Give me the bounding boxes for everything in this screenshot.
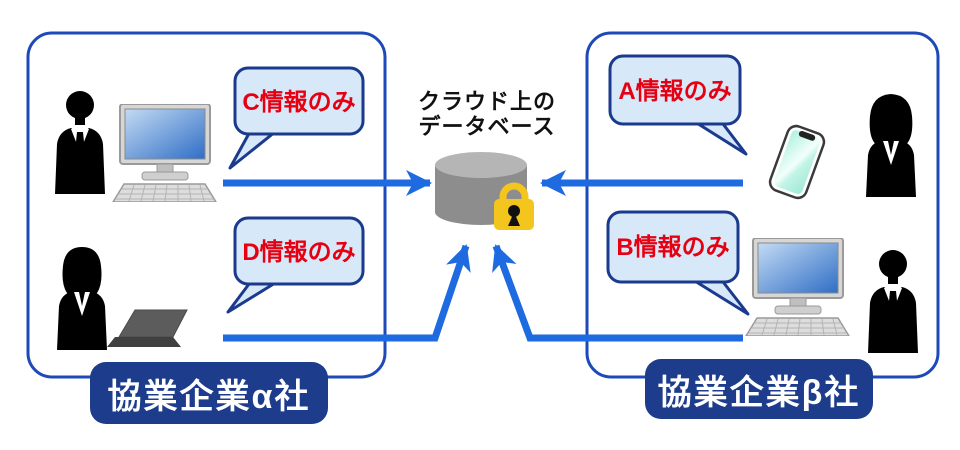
bubble-c-label: C情報のみ bbox=[242, 89, 355, 116]
padlock-icon bbox=[494, 182, 534, 230]
businesswoman-icon bbox=[866, 94, 916, 197]
company-beta-badge: 協業企業β社 bbox=[645, 359, 873, 419]
bubble-d-label: D情報のみ bbox=[242, 239, 355, 266]
arrow-up-icon bbox=[492, 244, 743, 342]
speech-bubble-d: D情報のみ bbox=[226, 216, 365, 314]
speech-bubble-body bbox=[233, 216, 365, 286]
database-title-line1: クラウド上の bbox=[417, 89, 557, 114]
arrow-up-icon bbox=[223, 244, 471, 342]
speech-bubble-b: B情報のみ bbox=[606, 210, 750, 316]
speech-bubble-body bbox=[606, 210, 740, 284]
data-flow-arrows bbox=[223, 170, 743, 342]
speech-bubble-a: A情報のみ bbox=[608, 54, 748, 156]
speech-bubble-body bbox=[608, 54, 742, 126]
desktop-computer-icon bbox=[745, 238, 850, 336]
database-title: クラウド上の データベース bbox=[417, 89, 557, 139]
bubble-a-label: A情報のみ bbox=[618, 78, 731, 105]
bubble-b-label: B情報のみ bbox=[616, 234, 729, 261]
businesswoman-icon bbox=[57, 247, 107, 350]
speech-bubble-c: C情報のみ bbox=[228, 66, 365, 170]
smartphone-icon bbox=[768, 124, 826, 200]
speech-bubble-body bbox=[233, 66, 365, 136]
desktop-computer-icon bbox=[112, 104, 217, 202]
database-title-line2: データベース bbox=[418, 113, 556, 139]
company-alpha-badge: 協業企業α社 bbox=[90, 362, 328, 424]
